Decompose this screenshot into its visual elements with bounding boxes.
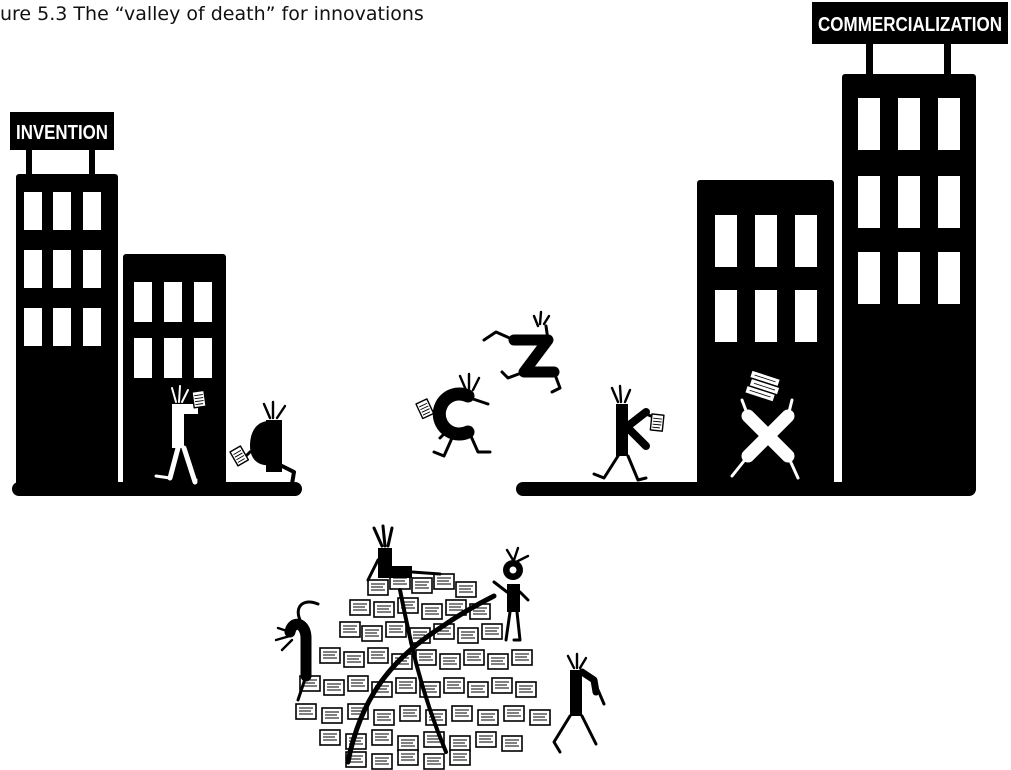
figure-shaped-letter-c-icon bbox=[416, 374, 490, 456]
figure-shaped-letter-z-icon bbox=[484, 312, 560, 392]
commercialization-sign: COMMERCIALIZATION bbox=[818, 14, 1002, 36]
figure-shaped-letter-k-icon bbox=[594, 386, 664, 480]
figure-caption: ure 5.3 The “valley of death” for innova… bbox=[0, 3, 424, 25]
figure-shaped-letter-a-icon bbox=[230, 402, 294, 484]
figure-shaped-letter-l-icon bbox=[368, 526, 440, 580]
figure-shaped-letter-r-icon bbox=[554, 654, 604, 752]
invention-sign: INVENTION bbox=[16, 122, 108, 144]
